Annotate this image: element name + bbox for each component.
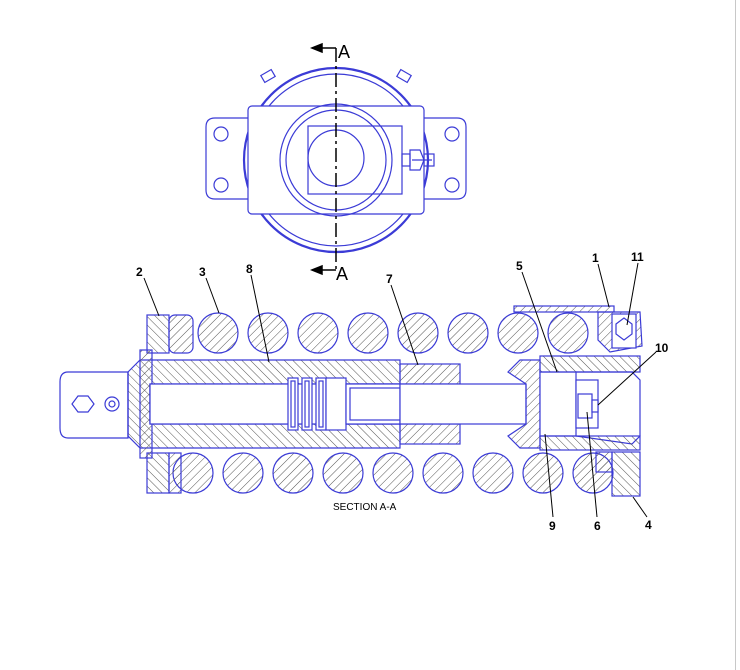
callout-6: 6 (594, 519, 601, 533)
callout-11: 11 (631, 250, 644, 264)
callout-8: 8 (246, 262, 253, 276)
callout-10: 10 (655, 341, 669, 355)
callout-1: 1 (592, 251, 599, 265)
section-mark-bottom: A (336, 264, 348, 284)
section-mark-top: A (338, 42, 350, 62)
right-mounting-ear (410, 117, 467, 200)
section-caption: SECTION A-A (333, 502, 397, 513)
spring-coils-bottom (172, 452, 614, 494)
callout-7: 7 (386, 272, 393, 286)
callout-5: 5 (516, 259, 523, 273)
spring-coils-top (197, 312, 589, 354)
section-view (59, 305, 643, 497)
callout-9: 9 (549, 519, 556, 533)
leader-lines (143, 262, 657, 518)
callout-3: 3 (199, 265, 206, 279)
left-mounting-ear (205, 117, 262, 200)
callout-4: 4 (645, 518, 652, 532)
page-edge-rule (735, 0, 736, 670)
callout-2: 2 (136, 265, 143, 279)
section-cut-line (309, 42, 337, 276)
